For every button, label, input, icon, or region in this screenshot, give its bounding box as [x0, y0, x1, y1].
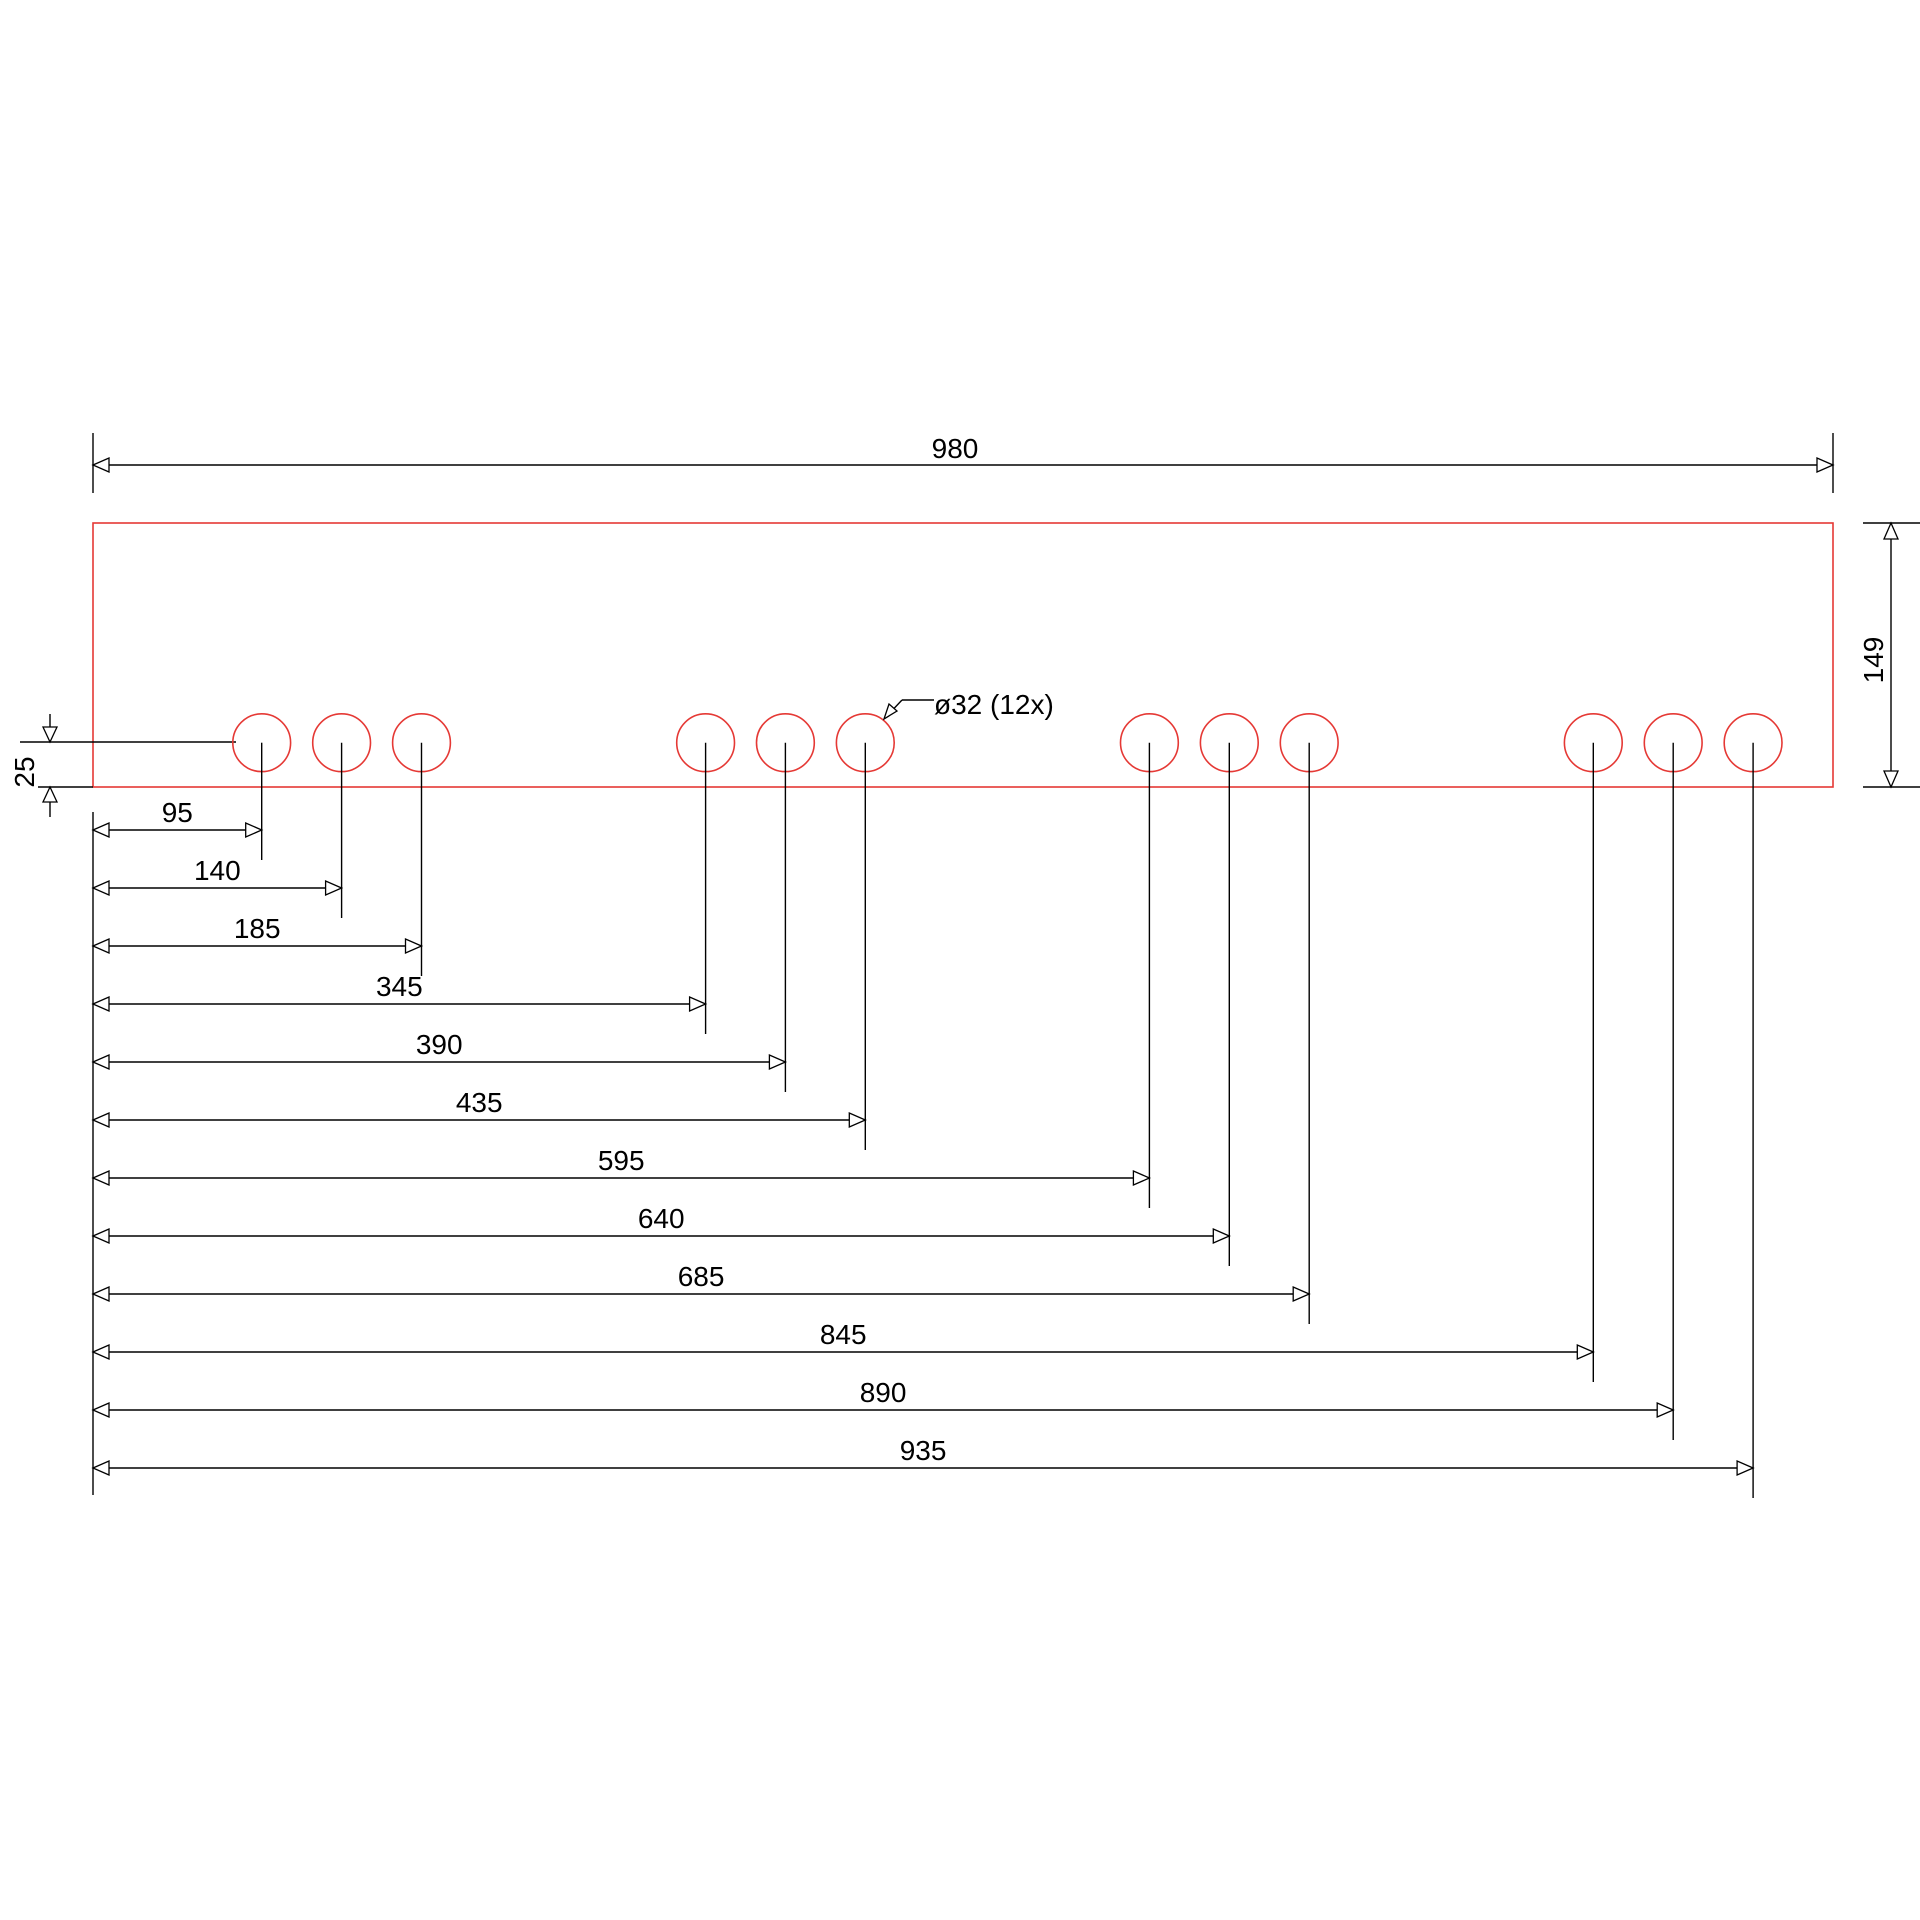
baseline-dimension-label: 140 — [194, 855, 241, 886]
baseline-dimension-end-arrow — [688, 996, 708, 1012]
baseline-dimension-start-arrow — [91, 1460, 110, 1476]
baseline-dimension-label: 640 — [638, 1203, 685, 1234]
baseline-dimension-end-arrow — [768, 1054, 788, 1070]
hole-offset-label: 25 — [9, 756, 40, 787]
baseline-dimension-start-arrow — [91, 1228, 110, 1244]
hole-offset-top-arrow — [41, 726, 59, 744]
baseline-dimension-start-arrow — [91, 1054, 110, 1070]
baseline-dimension-start-arrow — [91, 1112, 110, 1128]
overall-length-left-arrow — [91, 457, 110, 473]
baseline-dimension-start-arrow — [91, 880, 110, 896]
baseline-dimension-label: 845 — [820, 1319, 867, 1350]
baseline-dimension-start-arrow — [91, 1402, 110, 1418]
baseline-dimension-end-arrow — [1132, 1170, 1152, 1186]
hole-callout: ø32 (12x) — [882, 689, 1054, 721]
baseline-dimension-label: 435 — [456, 1087, 503, 1118]
baseline-dimension-end-arrow — [1736, 1460, 1755, 1476]
overall-height-dimension: 149 — [1858, 521, 1920, 789]
holes-group — [232, 712, 1783, 773]
baseline-dimension-end-arrow — [404, 938, 424, 954]
baseline-dimension-end-arrow — [1576, 1344, 1595, 1360]
part-outline — [92, 522, 1834, 788]
baseline-dimension-end-arrow — [245, 822, 264, 838]
baseline-dimension-label: 185 — [234, 913, 281, 944]
baseline-dimension-start-arrow — [91, 1344, 110, 1360]
baseline-dimension-label: 685 — [678, 1261, 725, 1292]
baseline-dimension-label: 390 — [416, 1029, 463, 1060]
overall-length-label: 980 — [932, 433, 979, 464]
baseline-dimension-start-arrow — [91, 1170, 110, 1186]
baseline-dimension-start-arrow — [91, 822, 110, 838]
overall-length-dimension: 980 — [91, 433, 1835, 493]
baseline-dimension-label: 95 — [162, 797, 193, 828]
baseline-dimension-end-arrow — [1212, 1228, 1231, 1244]
baseline-dimension-label: 935 — [900, 1435, 947, 1466]
baseline-dimension-label: 890 — [860, 1377, 907, 1408]
hole-offset-dimension: 25 — [9, 714, 236, 817]
baseline-dimension-end-arrow — [324, 880, 344, 896]
baseline-dimension-end-arrow — [848, 1112, 867, 1128]
baseline-dimension-start-arrow — [91, 996, 110, 1012]
overall-height-top-arrow — [1883, 521, 1899, 540]
overall-height-bottom-arrow — [1883, 770, 1899, 789]
baseline-dimension-end-arrow — [1292, 1286, 1311, 1302]
hole-callout-arrow — [882, 702, 899, 721]
baseline-dimension-label: 595 — [598, 1145, 645, 1176]
baseline-dimension-label: 345 — [376, 971, 423, 1002]
baseline-dimension-start-arrow — [91, 1286, 110, 1302]
overall-height-label: 149 — [1858, 637, 1889, 684]
baseline-dimension-end-arrow — [1656, 1402, 1675, 1418]
overall-length-right-arrow — [1816, 457, 1835, 473]
baseline-dimension-start-arrow — [91, 938, 110, 954]
hole-callout-label: ø32 (12x) — [934, 689, 1054, 720]
hole-offset-bottom-arrow — [41, 785, 59, 803]
